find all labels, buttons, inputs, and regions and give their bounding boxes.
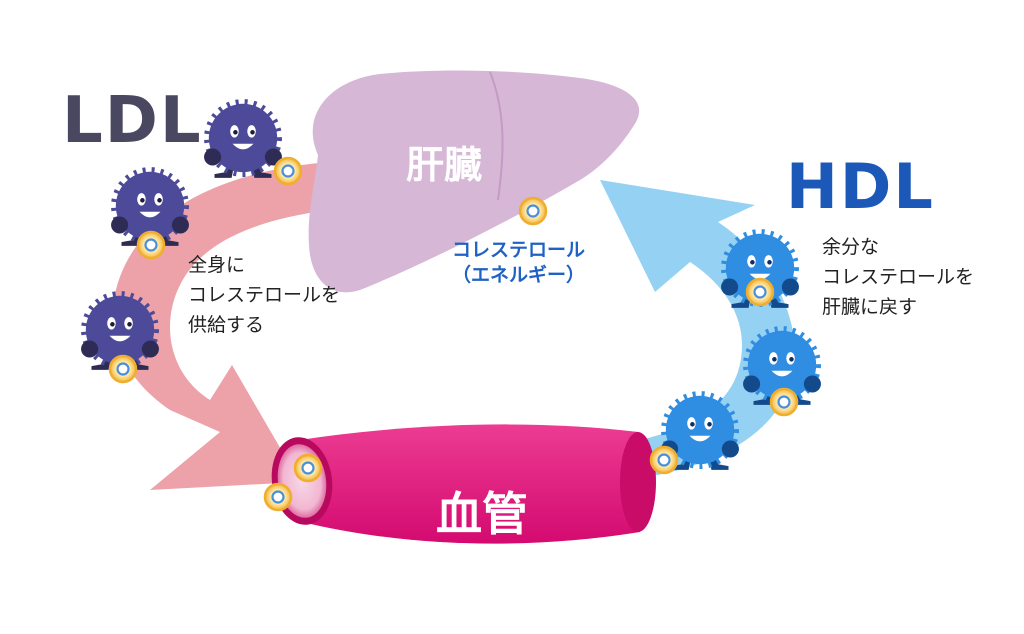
cholesterol-icon [136,230,166,260]
ldl-description-line: 全身に [188,254,246,276]
hdl-description-line: 肝臓に戻す [822,296,918,318]
cholesterol-icon [518,196,548,226]
cholesterol-icon [293,453,323,483]
cholesterol-icon [769,387,799,417]
vessel-label: 血管 [436,487,528,541]
hdl-title: HDL [786,150,935,223]
cholesterol-icon [745,277,775,307]
liver-shape [308,70,640,293]
cholesterol-icon [108,354,138,384]
cholesterol-label: コレステロール （エネルギー） [452,238,585,288]
ldl-title: LDL [62,84,203,158]
cholesterol-label-line: （エネルギー） [452,264,586,286]
liver-label: 肝臓 [406,143,483,187]
cholesterol-label-line: コレステロール [452,239,586,261]
ldl-description-line: コレステロールを [188,284,341,306]
cholesterol-icon [273,156,303,186]
hdl-description-line: 余分な [822,236,880,258]
ldl-description: 全身に コレステロールを 供給する [188,250,340,340]
cholesterol-icon [649,445,679,475]
hdl-description: 余分な コレステロールを 肝臓に戻す [822,232,974,322]
ldl-description-line: 供給する [188,314,265,336]
hdl-description-line: コレステロールを [822,266,975,288]
cholesterol-icon [263,482,293,512]
ldl-character-top [204,104,282,178]
